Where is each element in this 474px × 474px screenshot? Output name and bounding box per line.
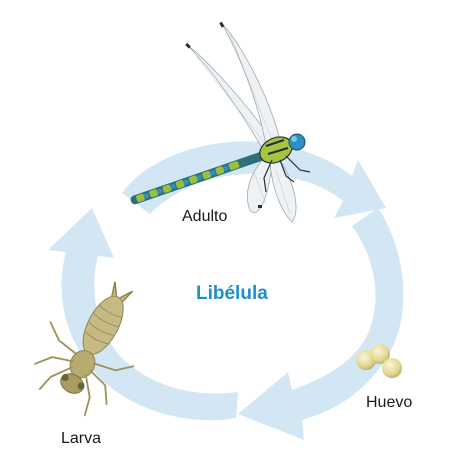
cycle-arrow-left: [48, 208, 238, 421]
stage-label-egg: Huevo: [366, 394, 413, 411]
cycle-arrow-top: [122, 141, 386, 218]
stage-label-adult: Adulto: [182, 208, 228, 225]
cycle-arrow-right: [238, 208, 404, 440]
diagram-title: Libélula: [196, 283, 268, 304]
stage-label-larva: Larva: [61, 430, 102, 447]
